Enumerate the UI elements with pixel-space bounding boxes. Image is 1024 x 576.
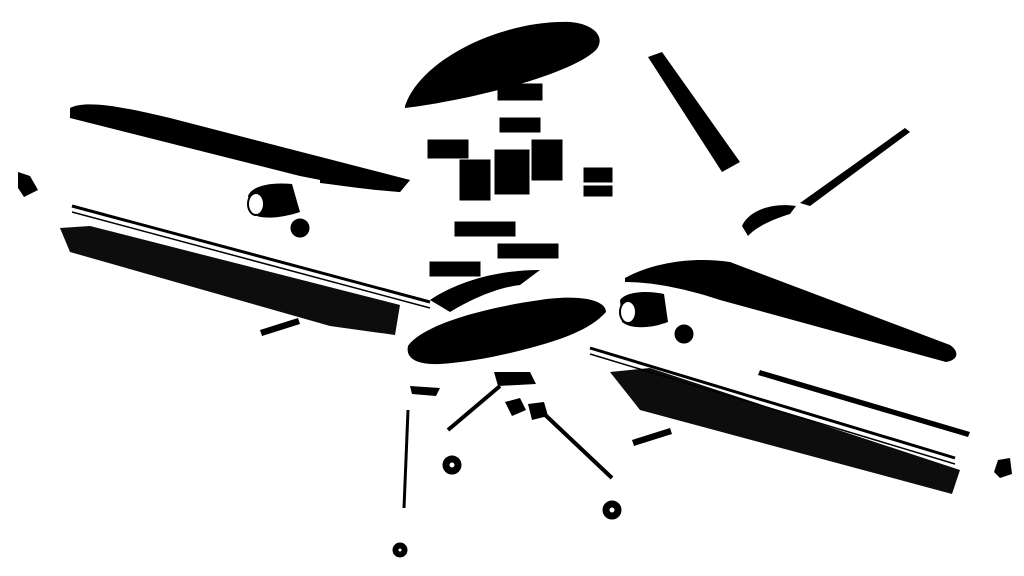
gear-doors (505, 398, 526, 416)
right-engine-intake (619, 300, 637, 324)
belly-hatch (494, 372, 536, 386)
fuselage-frame (430, 270, 540, 312)
electronics-module-right (583, 167, 613, 183)
electronics-board-2 (499, 117, 541, 133)
vertical-stabilizer (648, 52, 740, 172)
canopy (405, 21, 600, 108)
electronics-stack-1 (459, 159, 491, 201)
right-wing-tip (994, 458, 1012, 478)
nose-wheel-hub (397, 547, 403, 553)
upper-left-wing (70, 104, 410, 192)
electronics-module-right-2 (583, 185, 613, 197)
right-spar-rod (589, 353, 956, 465)
electronics-stack-3 (531, 139, 563, 181)
left-wheel-hub (448, 461, 456, 469)
gear-doors-2 (528, 402, 548, 420)
left-main-gear (446, 384, 502, 432)
left-engine-intake (247, 192, 265, 216)
left-lower-wing (60, 226, 400, 335)
right-wheel-hub (608, 506, 616, 514)
left-spar (71, 204, 431, 304)
fuselage (407, 297, 606, 365)
left-motor (290, 218, 310, 238)
tray-lower (429, 261, 481, 277)
tray-right (497, 243, 559, 259)
electronics-board-1 (497, 83, 543, 101)
right-wing-trailing-edge (758, 370, 970, 437)
upper-left-wing-flap (320, 171, 410, 192)
right-lower-wing (610, 368, 960, 494)
right-motor (674, 324, 694, 344)
right-main-gear (538, 408, 614, 480)
right-pod (742, 205, 796, 236)
upper-right-wing (800, 128, 910, 206)
left-spar-rod (71, 211, 431, 309)
electronics-stack-2 (494, 149, 530, 195)
upper-left-wing-tip (18, 172, 38, 197)
right-aileron (632, 428, 672, 446)
left-fairing (410, 386, 440, 396)
right-wing (625, 259, 957, 362)
right-spar (589, 346, 956, 460)
nose-gear (402, 409, 410, 509)
battery-pack (427, 139, 469, 159)
left-aileron (260, 318, 300, 336)
tray-left (454, 221, 516, 237)
